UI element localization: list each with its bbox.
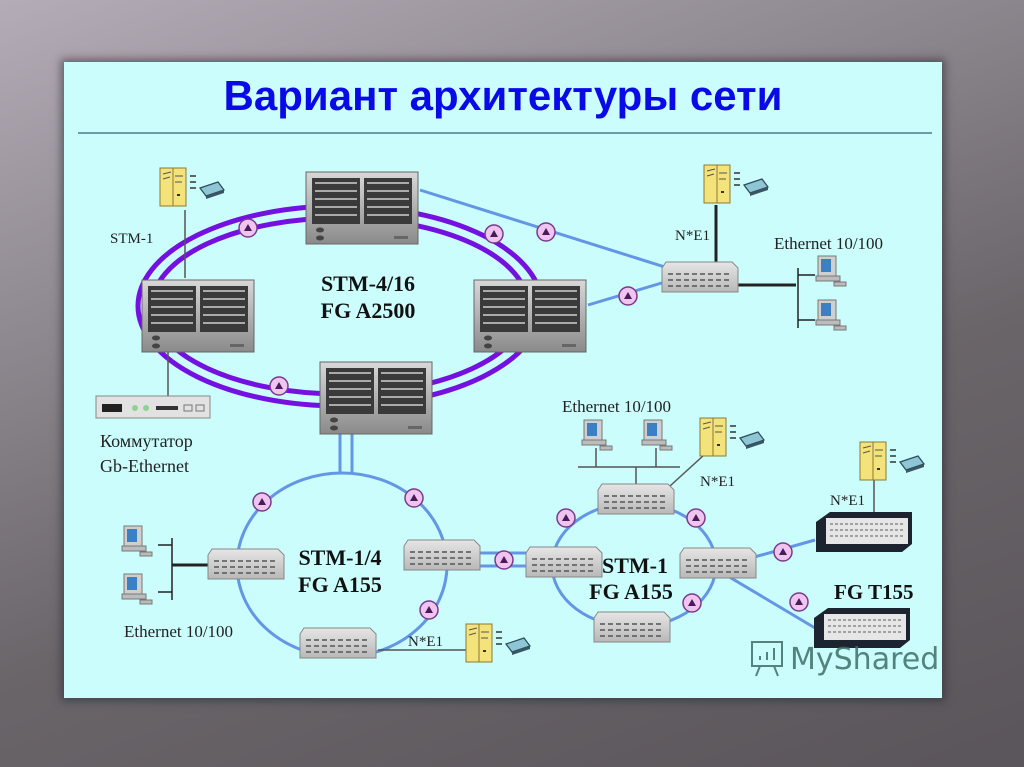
regenerator-icon [269, 376, 289, 396]
regenerator-icon [789, 592, 809, 612]
left-ring-label-line1: STM-1/4 [298, 545, 381, 570]
regenerator-icon [252, 492, 272, 512]
label-terminal: FG T155 [834, 580, 914, 604]
mux-left-ring-east [403, 539, 481, 571]
label-ethernet-mid: Ethernet 10/100 [562, 397, 671, 416]
label-ne1-right: N*E1 [830, 493, 865, 509]
mux-right-ring-west [525, 546, 603, 578]
mux-right-ring-north [597, 483, 675, 515]
pbx-phone-icon [465, 623, 531, 663]
title-divider [78, 132, 932, 134]
label-ne1-mid: N*E1 [700, 474, 735, 490]
regenerator-icon [686, 508, 706, 528]
computer-icon [581, 419, 613, 451]
computer-icon [815, 255, 847, 287]
right-ring-label-line2: FG A155 [589, 579, 673, 604]
label-ethernet-bottom-left: Ethernet 10/100 [124, 622, 233, 641]
computer-icon [121, 525, 153, 557]
mux-right-ring-east [679, 547, 757, 579]
slide-title: Вариант архитектуры сети [223, 72, 783, 119]
gb-ethernet-switch [95, 395, 211, 419]
watermark-text: MyShared [790, 642, 939, 677]
mux-left-ring-west [207, 548, 285, 580]
computer-icon [121, 573, 153, 605]
mux-top-right [661, 261, 739, 293]
core-ring-label-line2: FG A2500 [321, 298, 416, 323]
mux-right-ring-south [593, 611, 671, 643]
regenerator-icon [556, 508, 576, 528]
pbx-phone-icon [703, 164, 769, 204]
core-node-top [305, 171, 419, 245]
terminal-device-icon [815, 511, 913, 553]
core-node-bottom [319, 361, 433, 435]
pbx-phone-icon [159, 167, 225, 207]
computer-icon [641, 419, 673, 451]
label-ethernet-top-right: Ethernet 10/100 [774, 234, 883, 253]
regenerator-icon [404, 488, 424, 508]
core-node-left [141, 279, 255, 353]
label-ne1-bottom: N*E1 [408, 634, 443, 650]
label-switch-line2: Gb-Ethernet [100, 456, 189, 476]
regenerator-icon [494, 550, 514, 570]
regenerator-icon [682, 593, 702, 613]
regenerator-icon [618, 286, 638, 306]
regenerator-icon [238, 218, 258, 238]
computer-icon [815, 299, 847, 331]
pbx-phone-icon [859, 441, 925, 481]
regenerator-icon [419, 600, 439, 620]
label-ne1-top: N*E1 [675, 228, 710, 244]
core-ring-label-line1: STM-4/16 [321, 271, 415, 296]
label-stm1: STM-1 [110, 231, 153, 247]
regenerator-icon [484, 224, 504, 244]
regenerator-icon [773, 542, 793, 562]
presentation-icon [751, 641, 783, 677]
regenerator-icon [536, 222, 556, 242]
right-ring-label-line1: STM-1 [602, 553, 668, 578]
left-ring-label-line2: FG A155 [298, 572, 382, 597]
core-node-right [473, 279, 587, 353]
pbx-phone-icon [699, 417, 765, 457]
mux-left-ring-south [299, 627, 377, 659]
label-switch-line1: Коммутатор [100, 431, 193, 451]
watermark: MyShared [751, 641, 939, 677]
